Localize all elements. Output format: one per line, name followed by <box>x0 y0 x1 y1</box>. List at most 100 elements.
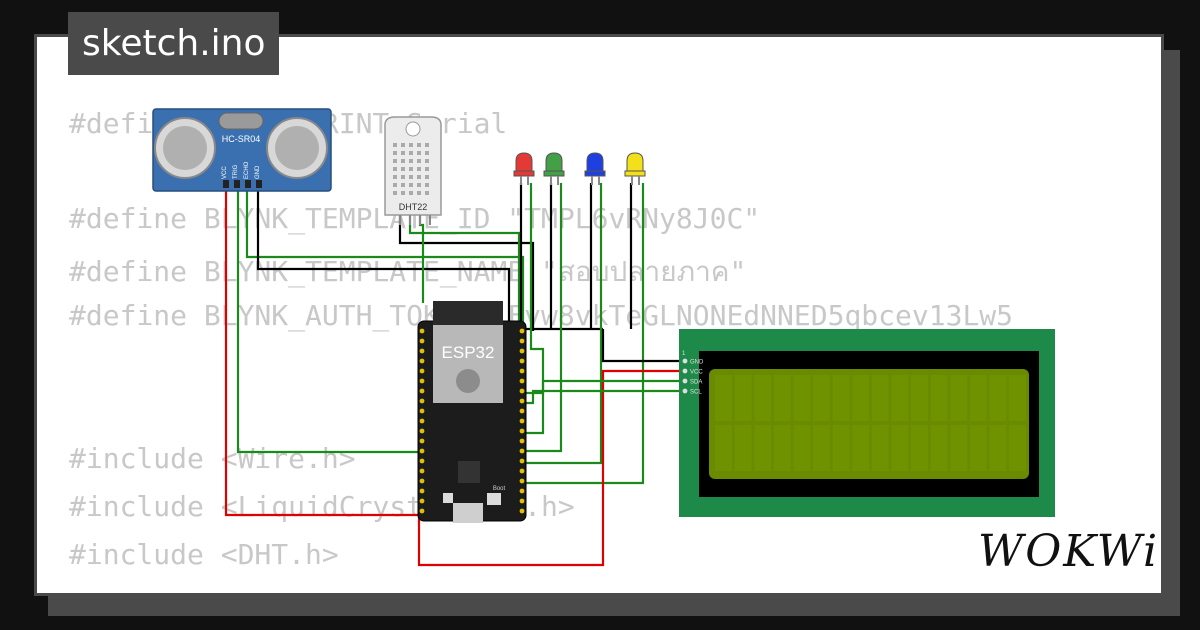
esp32-pin <box>419 368 425 374</box>
dht-vent <box>417 175 421 179</box>
ultrasonic-pin <box>234 180 240 188</box>
dht-vent <box>425 143 429 147</box>
lcd-cell <box>813 375 830 421</box>
blue-led <box>584 152 606 185</box>
esp32-pin <box>419 478 425 484</box>
lcd-cell <box>734 375 752 421</box>
esp32-pin <box>419 458 425 464</box>
code-line: #define BLYNK_TEMPLATE_ID "TMPL6vRNy8J0C… <box>69 202 761 235</box>
lcd-cell <box>773 375 791 421</box>
dht-vent <box>417 191 421 195</box>
esp32-pin <box>519 418 525 424</box>
lcd-cell <box>754 375 772 421</box>
ultrasonic-pin <box>223 180 229 188</box>
dht-vent <box>417 159 421 163</box>
lcd-cell <box>891 375 909 421</box>
wire-green-echo <box>245 183 525 333</box>
wire-green-lcd-scl <box>523 389 685 405</box>
lcd-cell <box>911 425 928 471</box>
red-led <box>513 152 535 185</box>
esp32-pin <box>419 508 425 514</box>
lcd-cell <box>969 375 987 421</box>
code-line: #include <DHT.h> <box>69 538 339 571</box>
dht-vent <box>401 159 405 163</box>
wire-black-lcd-gnd <box>601 329 685 363</box>
dht-vent <box>401 191 405 195</box>
lcd-cell <box>852 375 870 421</box>
dht-vent <box>393 151 397 155</box>
dht-vent <box>401 143 405 147</box>
lcd-cell <box>969 425 987 471</box>
wire-green-led1 <box>523 183 545 435</box>
dht-vent <box>401 183 405 187</box>
lcd-cell <box>832 375 850 421</box>
lcd-cell <box>989 375 1007 421</box>
esp32-pin <box>419 358 425 364</box>
esp32-pin <box>519 348 525 354</box>
dht-vent <box>409 159 413 163</box>
lcd-pin-label: GND <box>690 360 704 366</box>
lcd-cell <box>1009 375 1026 421</box>
lcd-cell <box>950 425 968 471</box>
wokwi-logo: WOKWi <box>978 526 1160 577</box>
dht22-sensor[interactable]: DHT22 <box>384 116 442 225</box>
esp32-pin <box>419 328 425 334</box>
lcd-cell <box>930 425 948 471</box>
dht-vent <box>401 167 405 171</box>
esp32-pin <box>519 478 525 484</box>
lcd-cell <box>773 425 791 471</box>
esp32-pin <box>419 488 425 494</box>
lcd-cell <box>950 375 968 421</box>
esp32-pin <box>519 338 525 344</box>
file-tab[interactable]: sketch.ino <box>68 12 280 75</box>
dht-vent <box>425 151 429 155</box>
wire-green-led4 <box>523 183 645 485</box>
dht-vent <box>409 143 413 147</box>
lcd-pin <box>682 378 688 384</box>
dht-vent <box>401 175 405 179</box>
dht-vent <box>409 191 413 195</box>
lcd-cell <box>930 375 948 421</box>
led-group[interactable] <box>513 152 646 185</box>
dht-vent <box>409 151 413 155</box>
dht-vent <box>401 151 405 155</box>
lcd-pin <box>682 358 688 364</box>
esp32-pin <box>519 508 525 514</box>
esp32-pin <box>519 358 525 364</box>
wire-red-lcd-vcc <box>417 369 685 567</box>
esp32-pin <box>419 498 425 504</box>
dht-vent <box>393 183 397 187</box>
ultrasonic-pin-label: TRIG <box>233 164 239 179</box>
lcd-pin-label: SDA <box>690 380 702 386</box>
lcd-cell <box>754 425 772 471</box>
esp32-pin <box>519 488 525 494</box>
dht-vent <box>417 151 421 155</box>
dht-vent <box>417 167 421 171</box>
code-line: #include <Wire.h> <box>69 442 356 475</box>
dht-vent <box>425 167 429 171</box>
wire-black-dht <box>398 213 535 331</box>
lcd-pin-label: SCL <box>690 390 702 396</box>
esp32-pin <box>519 428 525 434</box>
lcd-cell <box>734 425 752 471</box>
esp32-pin <box>419 428 425 434</box>
esp32-pin <box>419 388 425 394</box>
esp32-pin <box>419 468 425 474</box>
dht-vent <box>409 167 413 171</box>
lcd-cell <box>793 375 811 421</box>
esp32-pin <box>419 338 425 344</box>
ultrasonic-pin-label: VCC <box>222 166 228 179</box>
lcd-cell <box>911 375 928 421</box>
dht-vent <box>393 167 397 171</box>
project-card[interactable]: #define BLYNK_PRINT Serial#define BLYNK_… <box>34 34 1164 596</box>
esp32-pin <box>519 458 525 464</box>
esp32-label: ESP32 <box>442 343 495 362</box>
esp32-pin <box>419 418 425 424</box>
lcd-cell <box>989 425 1007 471</box>
esp32-pin <box>419 408 425 414</box>
esp32-board[interactable]: ESP32 Boot <box>417 301 527 523</box>
dht-vent <box>417 183 421 187</box>
